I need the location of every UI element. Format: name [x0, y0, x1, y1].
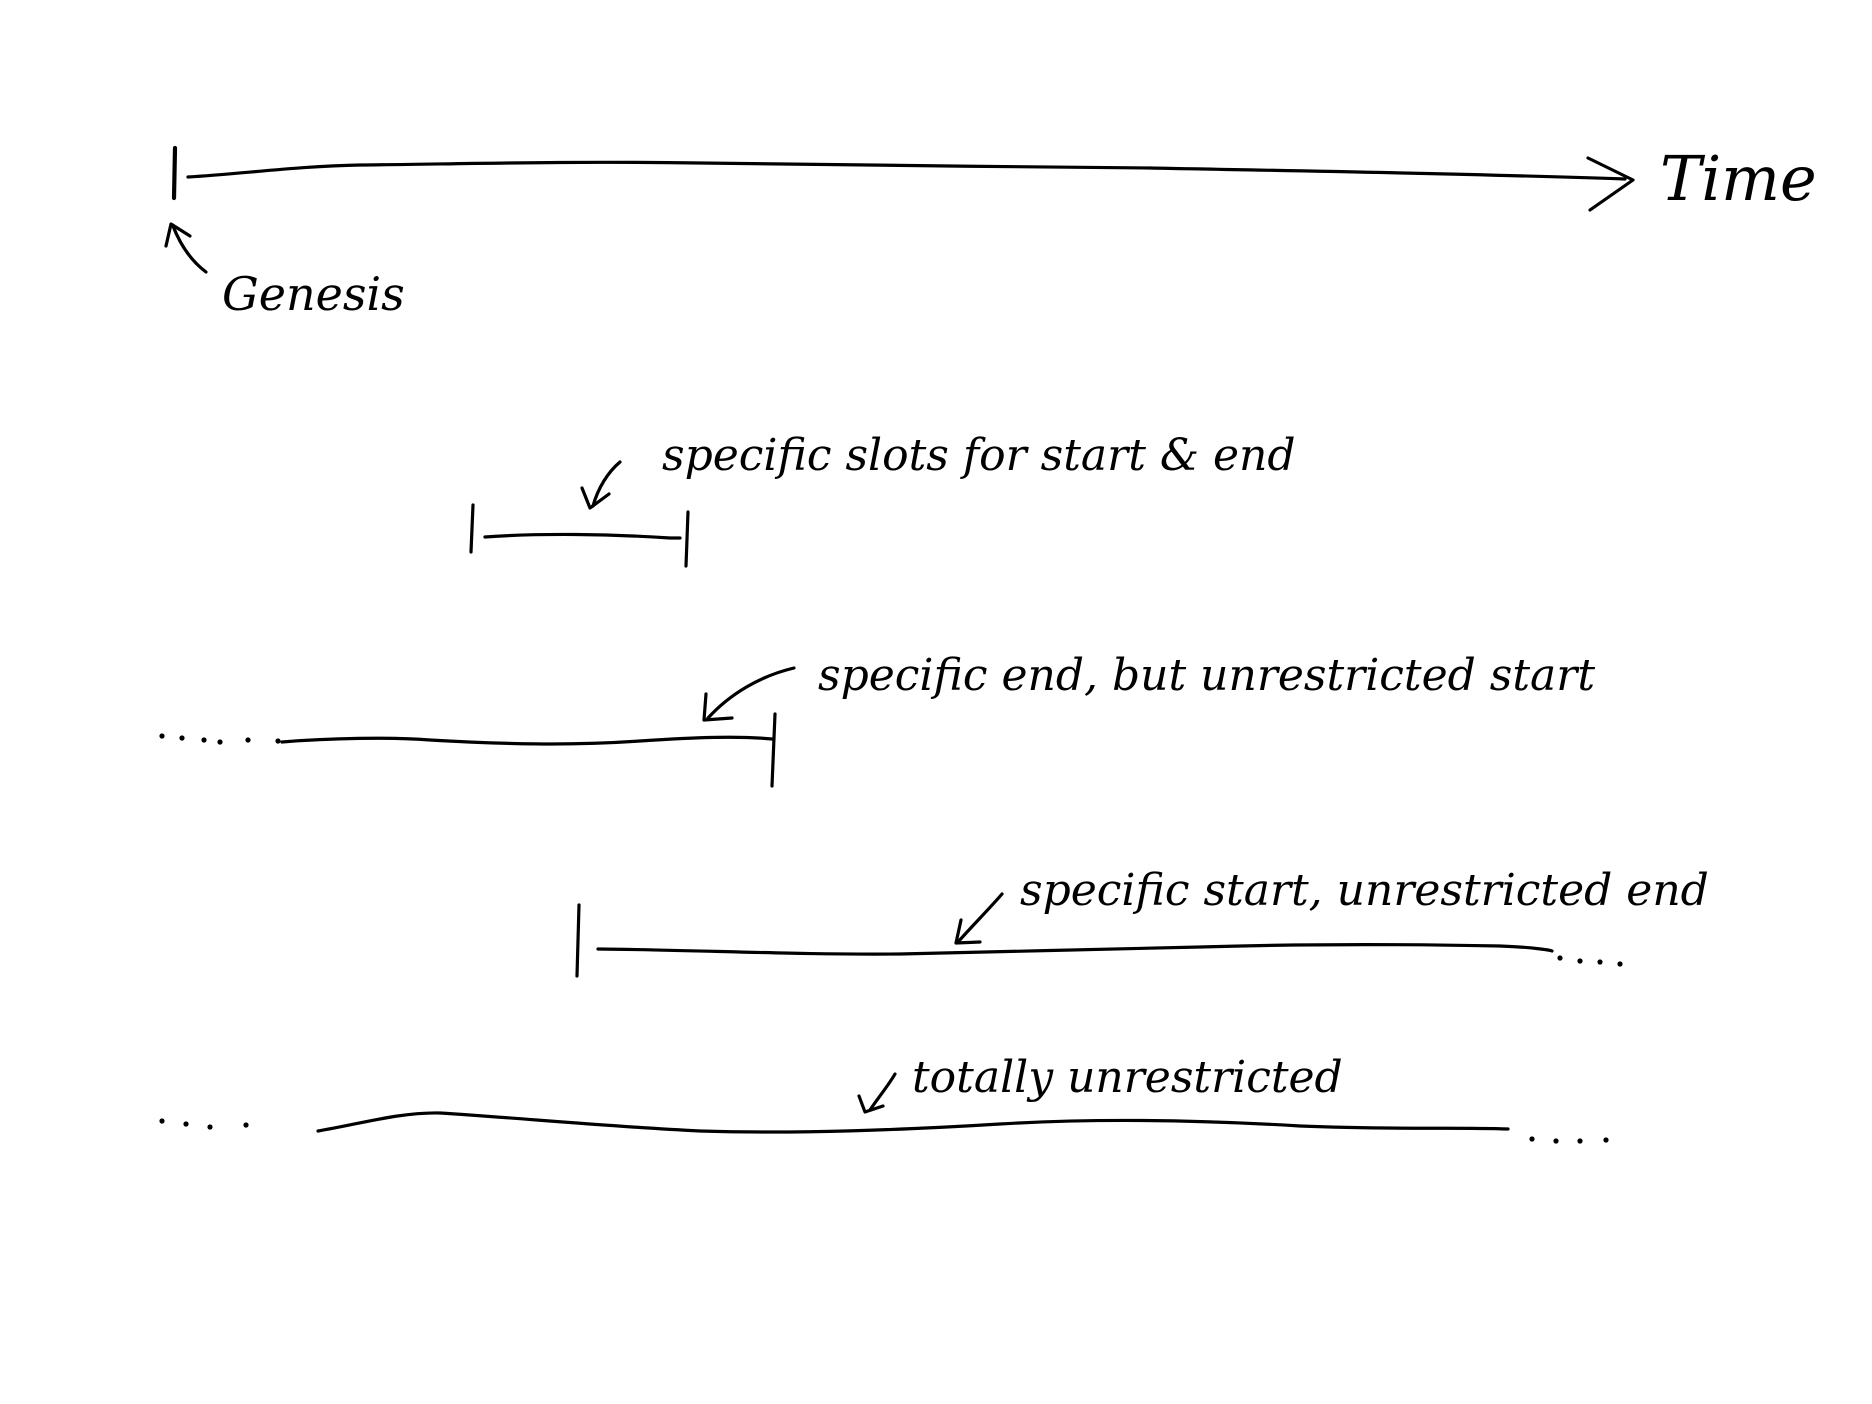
- time-axis-line: [186, 160, 1627, 181]
- range-unbounded-pointer-arrowhead: [857, 1094, 885, 1114]
- range-bounded-start-tick: [469, 503, 475, 554]
- genesis-label: Genesis: [222, 267, 405, 321]
- range-open-start-ellipsis: [159, 733, 281, 745]
- time-axis-label: Time: [1660, 142, 1817, 215]
- range-unbounded-line: [316, 1111, 1510, 1134]
- range-open-end-pointer-arrowhead: [954, 918, 982, 945]
- genesis-arrow: [171, 224, 208, 274]
- genesis-arrowhead: [164, 222, 192, 248]
- range-bounded-pointer-arrow: [591, 460, 622, 508]
- range-unbounded: totally unrestricted: [159, 1052, 1609, 1144]
- range-open-end-label: specific start, unrestricted end: [1020, 865, 1709, 916]
- range-open-end-start-tick: [575, 903, 581, 978]
- range-open-start-label: specific end, but unrestricted start: [818, 650, 1595, 701]
- time-axis-arrowhead: [1586, 156, 1635, 212]
- range-open-end-line: [596, 943, 1554, 956]
- range-unbounded-label: totally unrestricted: [912, 1052, 1343, 1103]
- range-bounded-line: [483, 532, 682, 540]
- range-open-start-line: [280, 735, 774, 746]
- range-unbounded-start-ellipsis: [159, 1118, 249, 1130]
- range-open-start-pointer-arrow: [706, 666, 796, 720]
- range-unbounded-end-ellipsis: [1529, 1136, 1609, 1144]
- range-bounded-end-tick: [684, 510, 690, 568]
- range-open-start: specific end, but unrestricted start: [159, 650, 1595, 788]
- range-bounded-label: specific slots for start & end: [662, 430, 1296, 481]
- range-open-end-pointer-arrow: [956, 892, 1004, 944]
- range-bounded-pointer-arrowhead: [580, 486, 611, 510]
- time-axis: Time: [171, 142, 1817, 215]
- range-unbounded-pointer-arrow: [868, 1072, 897, 1112]
- range-open-start-pointer-arrowhead: [702, 692, 734, 722]
- range-open-end: specific start, unrestricted end: [575, 865, 1709, 978]
- range-open-start-end-tick: [770, 712, 777, 788]
- genesis-marker: Genesis: [164, 222, 405, 321]
- genesis-tick: [171, 145, 178, 201]
- range-open-end-ellipsis: [1557, 955, 1623, 967]
- range-bounded: specific slots for start & end: [469, 430, 1296, 568]
